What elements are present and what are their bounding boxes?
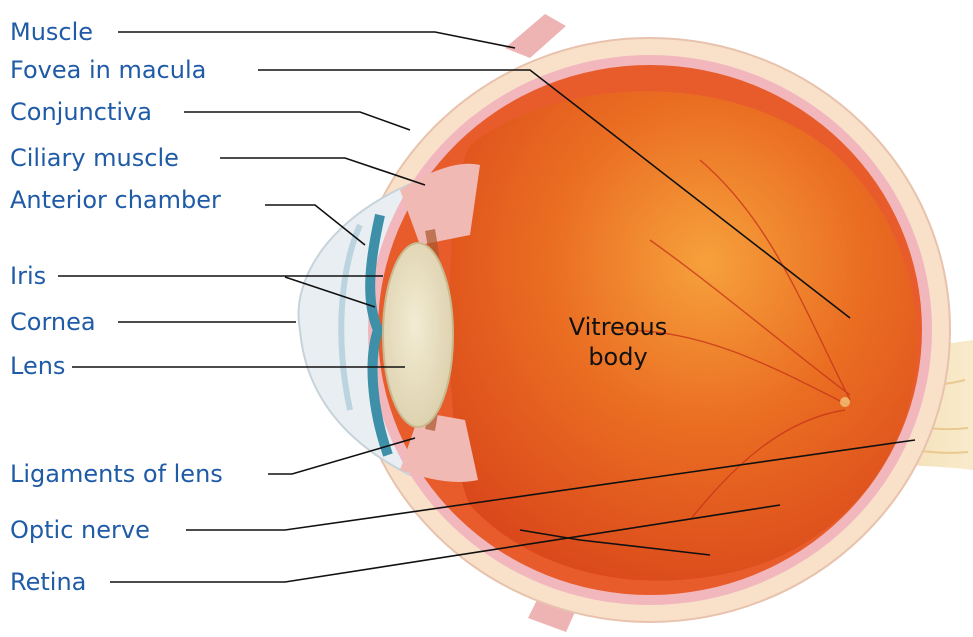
label-ciliary-muscle: Ciliary muscle bbox=[10, 144, 179, 172]
vitreous-line-1: Vitreous bbox=[548, 312, 688, 342]
leader-conjunctiva bbox=[184, 112, 410, 130]
label-ligaments-of-lens: Ligaments of lens bbox=[10, 460, 223, 488]
label-fovea: Fovea in macula bbox=[10, 56, 206, 84]
label-vitreous-body: Vitreous body bbox=[548, 312, 688, 372]
label-lens: Lens bbox=[10, 352, 65, 380]
leader-muscle bbox=[118, 32, 515, 48]
label-retina: Retina bbox=[10, 568, 86, 596]
label-muscle: Muscle bbox=[10, 18, 93, 46]
lens-shape bbox=[383, 243, 453, 427]
label-optic-nerve: Optic nerve bbox=[10, 516, 150, 544]
label-conjunctiva: Conjunctiva bbox=[10, 98, 152, 126]
vitreous-line-2: body bbox=[548, 342, 688, 372]
label-cornea: Cornea bbox=[10, 308, 96, 336]
label-iris: Iris bbox=[10, 262, 46, 290]
label-anterior-chamber: Anterior chamber bbox=[10, 186, 221, 214]
